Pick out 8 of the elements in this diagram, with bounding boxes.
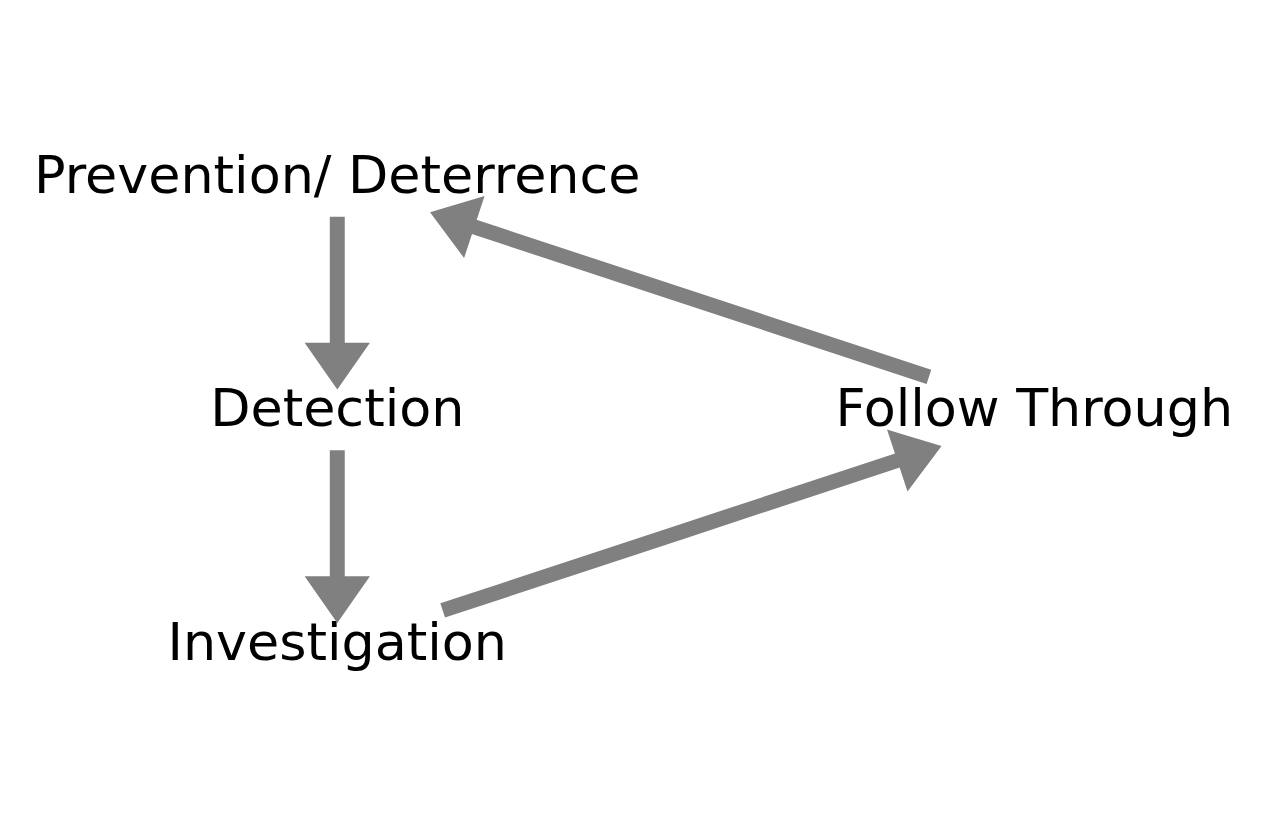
node-text: Detection [210, 376, 465, 438]
arrow [430, 195, 932, 384]
node-text: Follow Through [835, 376, 1234, 438]
arrow [304, 449, 370, 623]
node-text: Prevention/ Deterrence [34, 143, 641, 205]
arrow [440, 429, 942, 618]
node-text: Investigation [167, 610, 508, 672]
arrow [304, 216, 370, 389]
